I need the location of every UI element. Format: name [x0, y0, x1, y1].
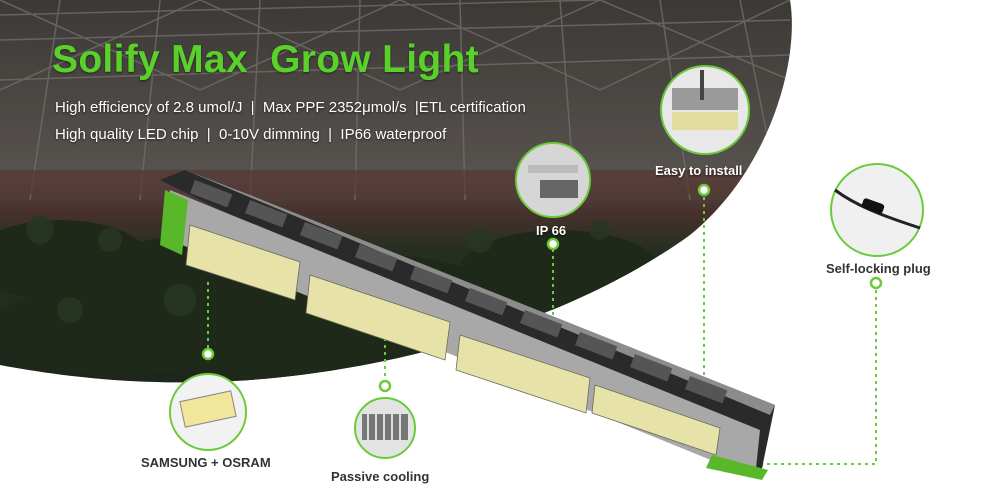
self-locking-bubble	[830, 163, 924, 257]
samsung-osram-bubble	[169, 373, 247, 451]
spec-line-2: High quality LED chip | 0-10V dimming | …	[55, 126, 447, 143]
ip66-label: IP 66	[536, 223, 567, 238]
passive-cooling-bubble	[354, 397, 416, 459]
easy-install-bubble	[660, 65, 750, 155]
easy-install-label: Easy to install	[655, 163, 743, 178]
ip66-bubble	[515, 142, 591, 218]
product-title: Solify Max Grow Light	[52, 38, 479, 81]
passive-cooling-label: Passive cooling	[331, 469, 430, 484]
self-locking-label: Self-locking plug	[826, 261, 931, 276]
spec-line-1: High efficiency of 2.8 umol/J | Max PPF …	[55, 99, 526, 116]
samsung-osram-label: SAMSUNG + OSRAM	[141, 455, 271, 470]
grow-light-fixture	[160, 170, 775, 480]
